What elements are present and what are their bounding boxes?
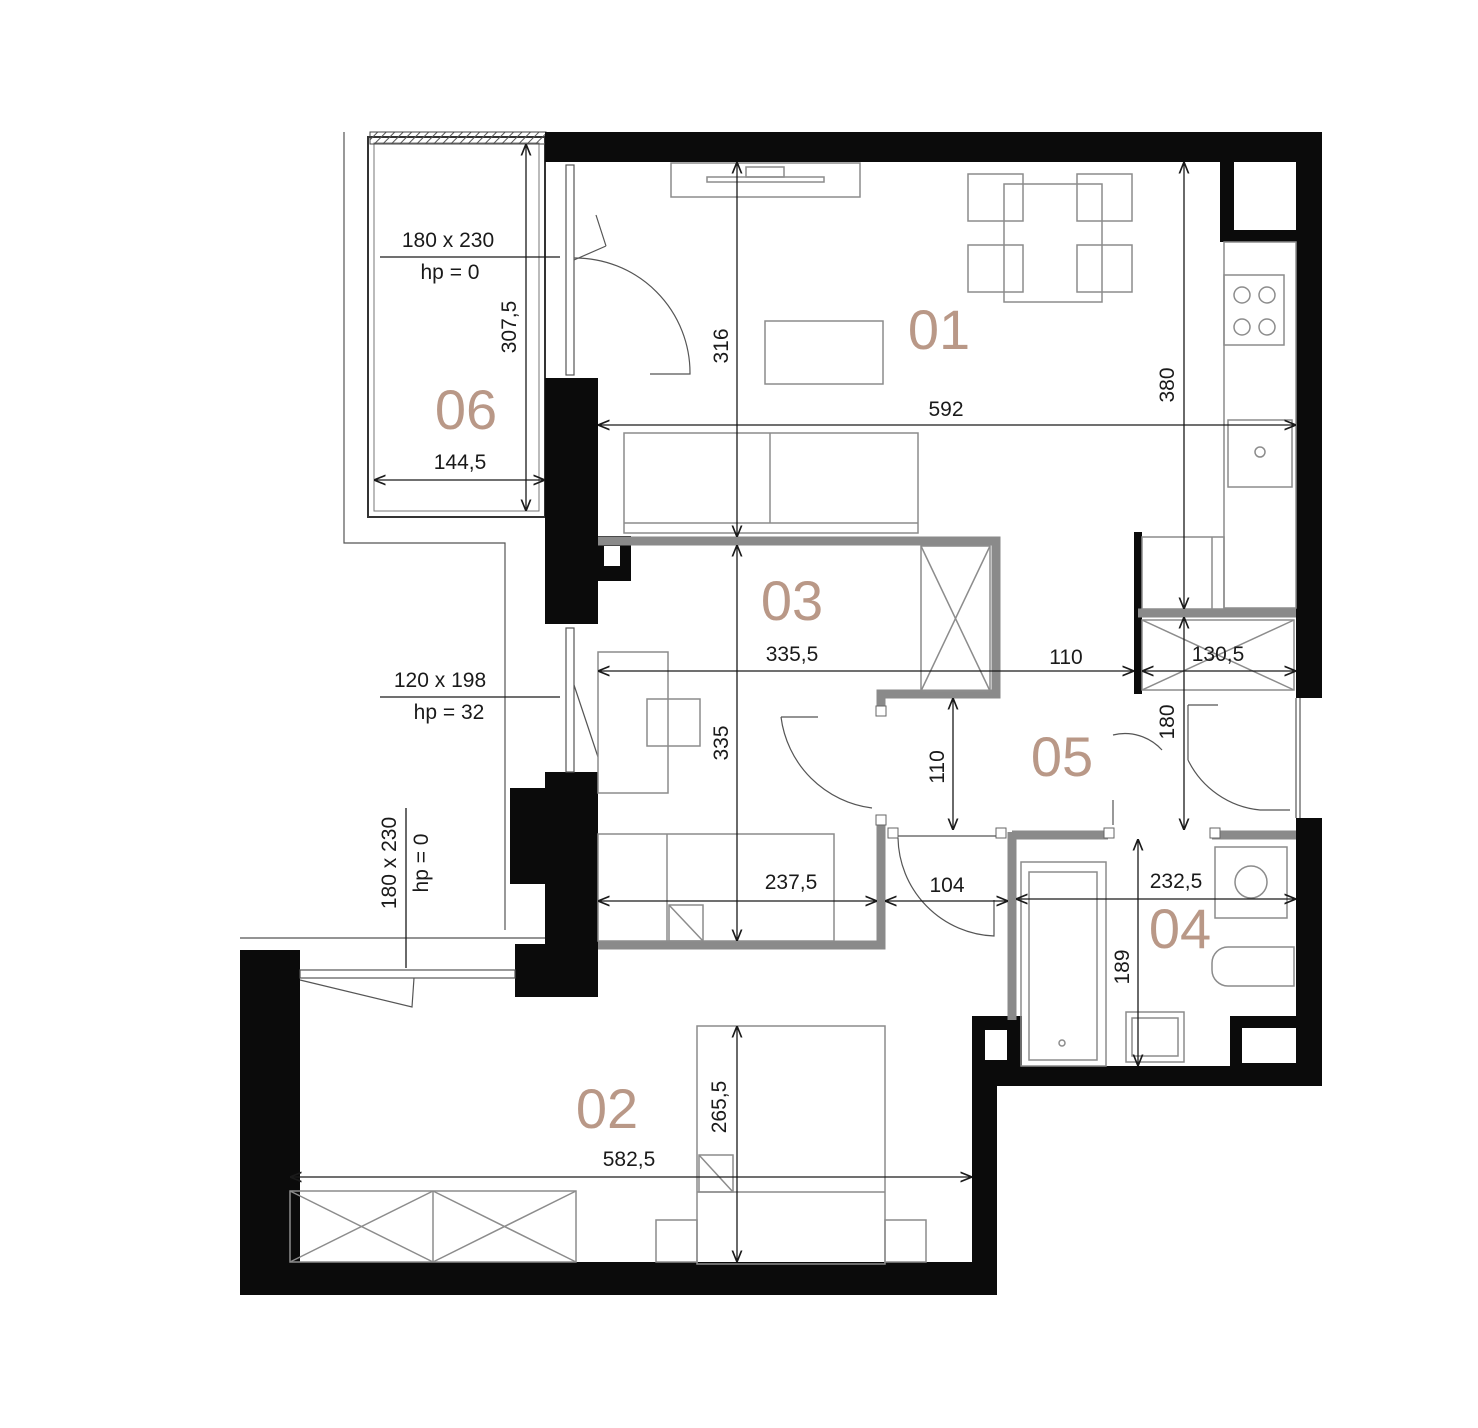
window-1-size: 180 x 230 — [402, 229, 494, 252]
dim-582-5: 582,5 — [603, 1148, 656, 1171]
dim-316: 316 — [710, 328, 733, 363]
room-label-01: 01 — [908, 298, 970, 361]
room-labels: 01 06 03 05 04 02 — [435, 298, 1211, 1140]
room-label-05: 05 — [1031, 725, 1093, 788]
structural-walls — [240, 132, 1322, 1295]
dim-592: 592 — [928, 398, 963, 421]
window-callouts: 180 x 230 hp = 0 120 x 198 hp = 32 180 x… — [378, 229, 494, 909]
furniture — [289, 162, 1297, 1265]
dimension-labels: 592 380 316 307,5 144,5 335,5 110 130,5 … — [434, 301, 1245, 1171]
dim-110-h: 110 — [1049, 646, 1082, 669]
window-1-hp: hp = 0 — [421, 261, 480, 284]
dim-307-5: 307,5 — [498, 301, 521, 354]
dim-335: 335 — [710, 725, 733, 760]
window-2-hp: hp = 32 — [414, 701, 485, 724]
dim-110-v: 110 — [926, 750, 949, 783]
dim-104: 104 — [929, 874, 964, 897]
dim-265-5: 265,5 — [708, 1081, 731, 1134]
window-3-size: 180 x 230 — [378, 817, 401, 909]
dim-237-5: 237,5 — [765, 871, 818, 894]
window-3-hp: hp = 0 — [410, 834, 433, 893]
room-label-03: 03 — [761, 569, 823, 632]
dim-189: 189 — [1111, 949, 1134, 984]
balcony-outline — [240, 131, 547, 939]
room-label-04: 04 — [1149, 897, 1211, 960]
dim-232-5: 232,5 — [1150, 870, 1203, 893]
dim-335-5: 335,5 — [766, 643, 819, 666]
dim-380: 380 — [1156, 367, 1179, 402]
dimension-lines — [290, 144, 1296, 1262]
window-2-size: 120 x 198 — [394, 669, 486, 692]
partition-walls — [598, 536, 1296, 1020]
dim-130-5: 130,5 — [1192, 643, 1245, 666]
room-label-02: 02 — [576, 1077, 638, 1140]
dim-144-5: 144,5 — [434, 451, 487, 474]
room-label-06: 06 — [435, 378, 497, 441]
windows — [299, 164, 1301, 979]
dim-180: 180 — [1156, 704, 1179, 739]
